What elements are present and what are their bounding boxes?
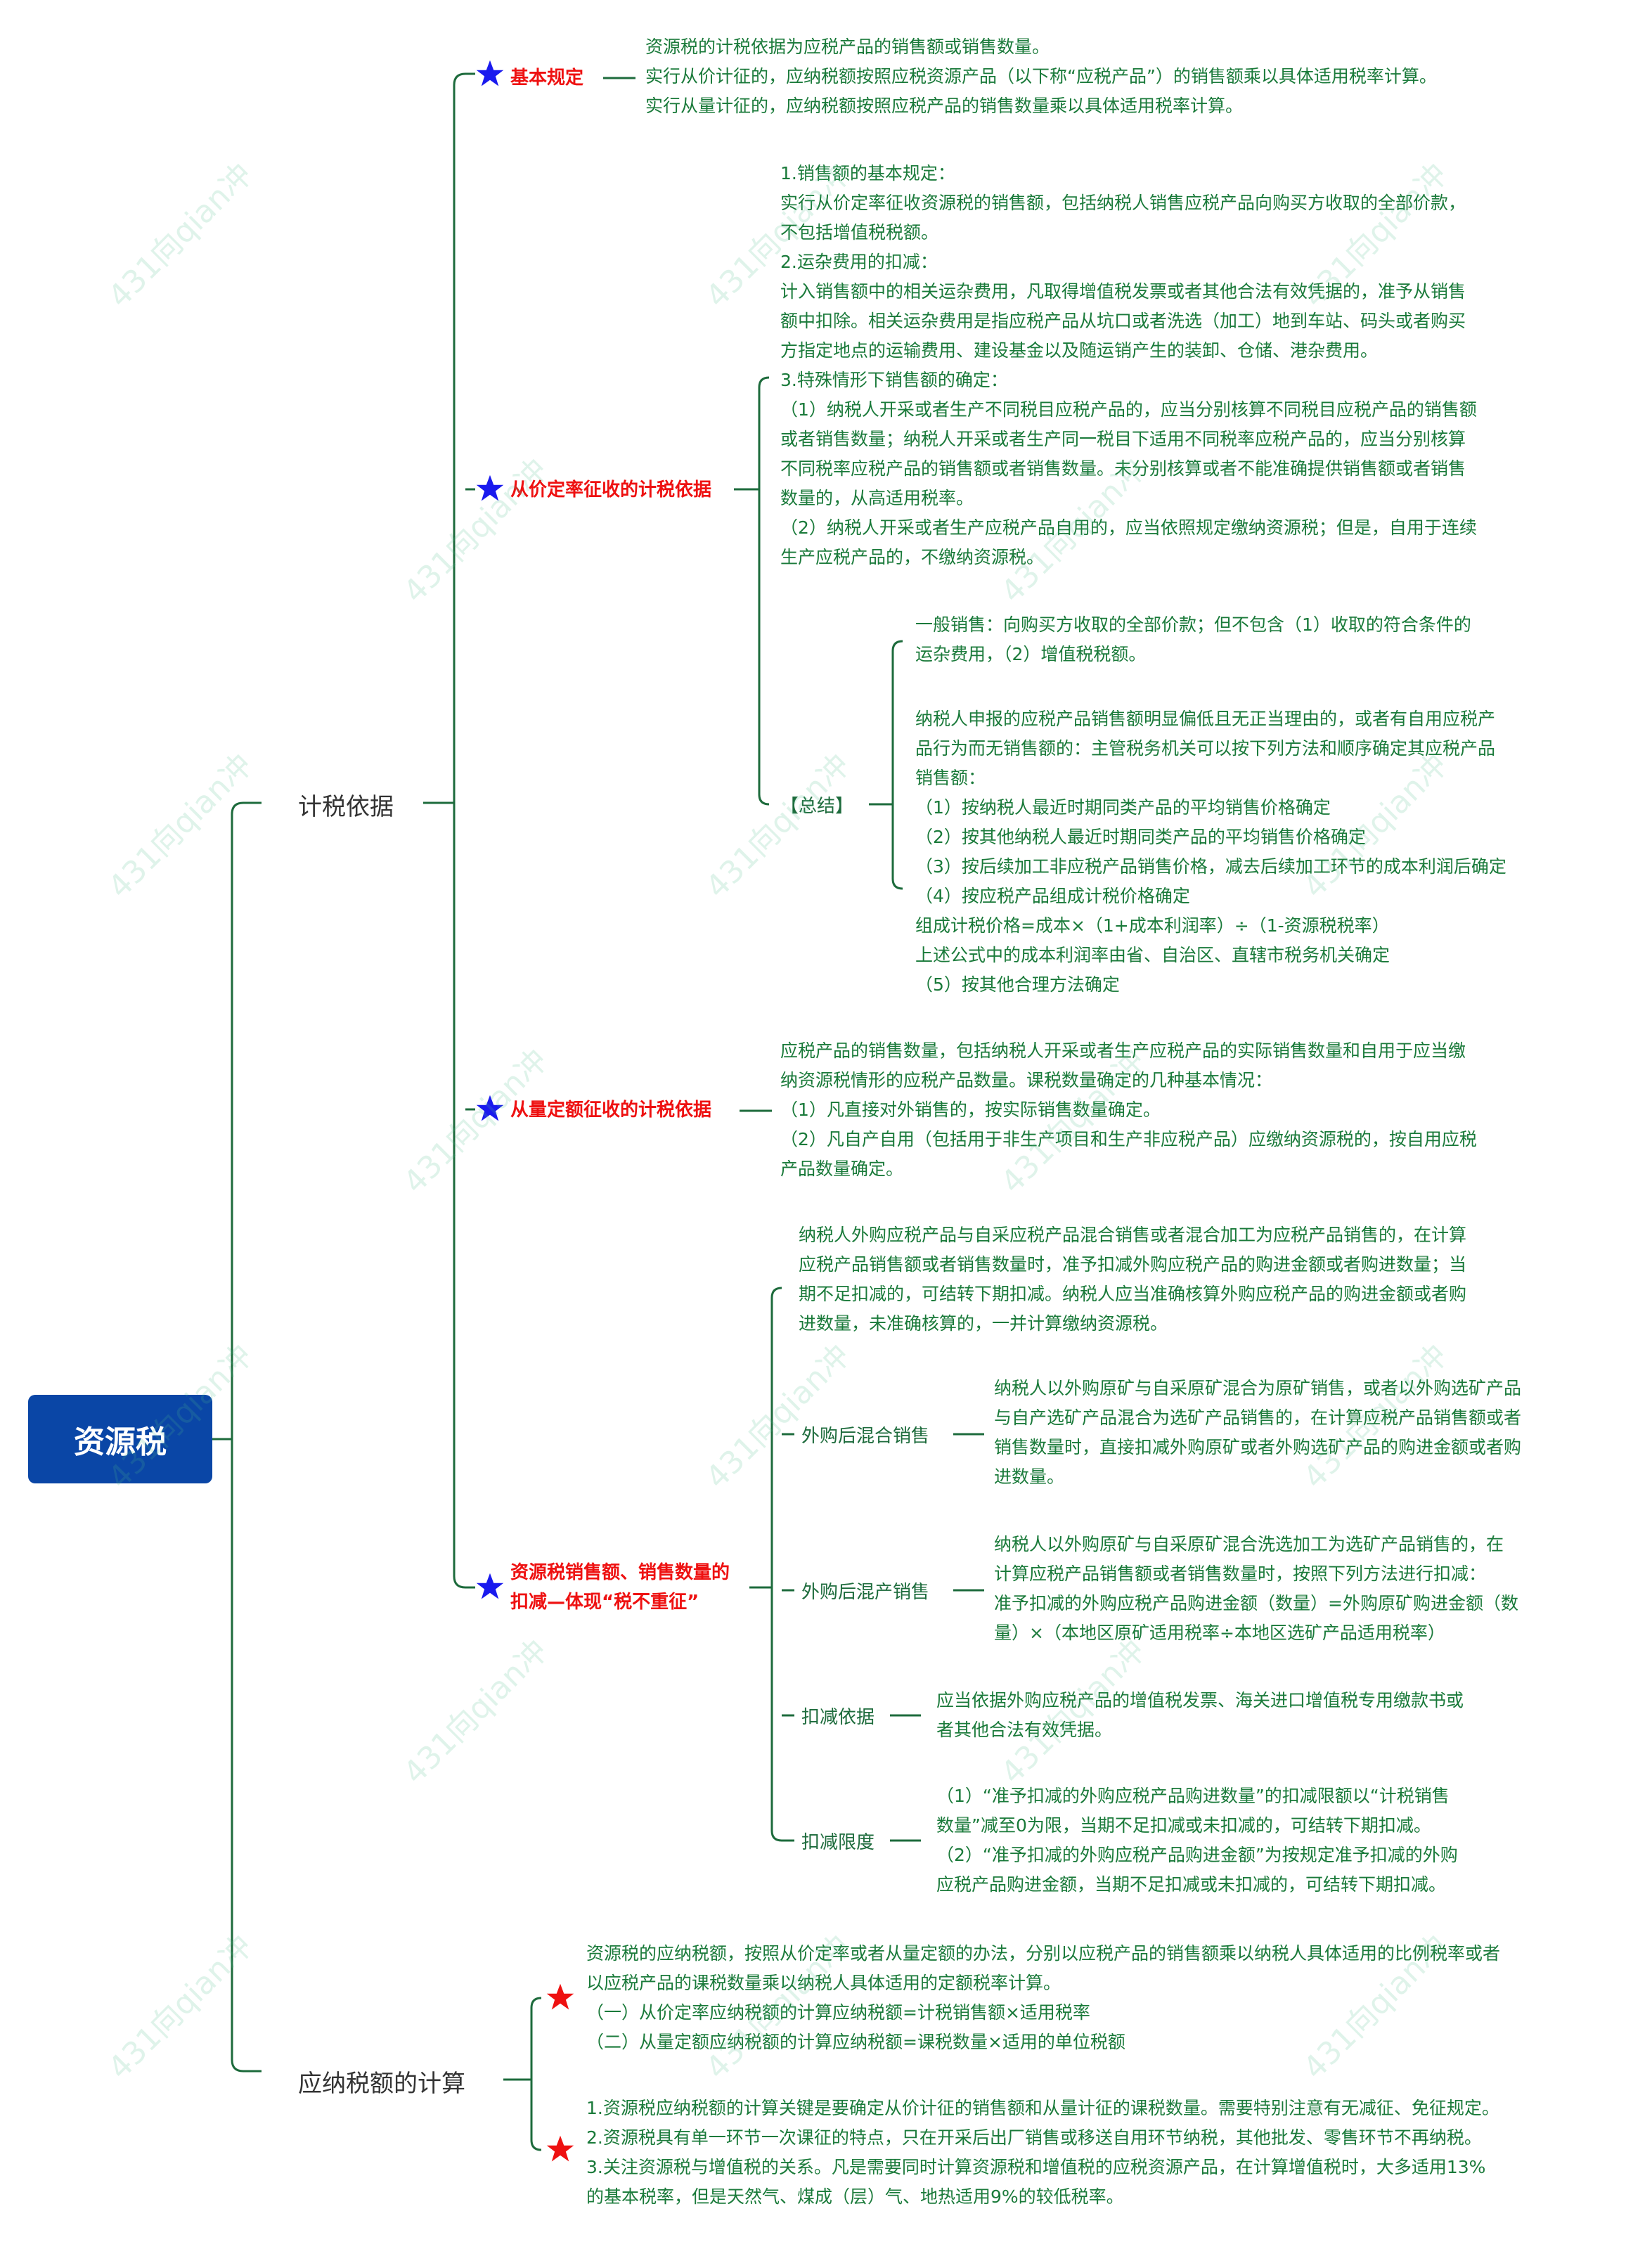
star-icon	[546, 2135, 574, 2162]
node-deduction[interactable]: 资源税销售额、销售数量的 扣减—体现“税不重征”	[510, 1558, 730, 1617]
node-ad-valorem[interactable]: 从价定率征收的计税依据	[510, 479, 712, 501]
node-tax-calculation[interactable]: 应纳税额的计算	[298, 2070, 465, 2098]
star-icon	[476, 1573, 504, 1599]
node-deduction-basis[interactable]: 扣减依据	[801, 1707, 875, 1728]
star-icon	[476, 60, 504, 86]
node-mixed-production[interactable]: 外购后混产销售	[801, 1582, 930, 1603]
node-specific-rate[interactable]: 从量定额征收的计税依据	[510, 1100, 712, 1121]
node-tax-basis[interactable]: 计税依据	[298, 793, 394, 821]
node-deduction-line: 扣减—体现“税不重征”	[510, 1592, 699, 1613]
node-basic-rules[interactable]: 基本规定	[510, 67, 584, 89]
text-deduction-intro: 纳税人外购应税产品与自采应税产品混合销售或者混合加工为应税产品销售的，在计算 应…	[799, 1225, 1467, 1334]
text-basic-rules: 资源税的计税依据为应税产品的销售额或销售数量。 实行从价计征的，应纳税额按照应税…	[645, 37, 1437, 116]
text-specific-rate: 应税产品的销售数量，包括纳税人开采或者生产应税产品的实际销售数量和自用于应当缴 …	[780, 1040, 1477, 1179]
text-deduction-basis: 应当依据外购应税产品的增值税发票、海关进口增值税专用缴款书或 者其他合法有效凭据…	[936, 1690, 1464, 1740]
node-summary[interactable]: 【总结】	[780, 796, 854, 817]
text-summary-special: 纳税人申报的应税产品销售额明显偏低且无正当理由的，或者有自用应税产 品行为而无销…	[915, 709, 1506, 995]
node-deduction-line: 资源税销售额、销售数量的	[510, 1562, 730, 1583]
star-icon	[476, 475, 504, 501]
text-ad-valorem: 1.销售额的基本规定： 实行从价定率征收资源税的销售额，包括纳税人销售应税产品向…	[780, 163, 1477, 567]
text-summary-general: 一般销售：向购买方收取的全部价款；但不包含（1）收取的符合条件的 运杂费用，（2…	[915, 614, 1471, 664]
text-calc-formula: 资源税的应纳税额，按照从价定率或者从量定额的办法，分别以应税产品的销售额乘以纳税…	[586, 1943, 1501, 2052]
star-icon	[546, 1983, 574, 2010]
node-deduction-limit[interactable]: 扣减限度	[801, 1832, 875, 1853]
root-node[interactable]: 资源税	[28, 1395, 212, 1483]
text-deduction-limit: （1）“准予扣减的外购应税产品购进数量”的扣减限额以“计税销售 数量”减至0为限…	[936, 1786, 1458, 1895]
text-mixed-production: 纳税人以外购原矿与自采原矿混合洗选加工为选矿产品销售的，在 计算应税产品销售额或…	[994, 1534, 1518, 1643]
node-mixed-sale[interactable]: 外购后混合销售	[801, 1426, 930, 1447]
text-calc-notes: 1.资源税应纳税额的计算关键是要确定从价计征的销售额和从量计征的课税数量。需要特…	[586, 2098, 1499, 2207]
star-icon	[476, 1095, 504, 1121]
text-mixed-sale: 纳税人以外购原矿与自采原矿混合为原矿销售，或者以外购选矿产品 与自产选矿产品混合…	[994, 1378, 1522, 1487]
